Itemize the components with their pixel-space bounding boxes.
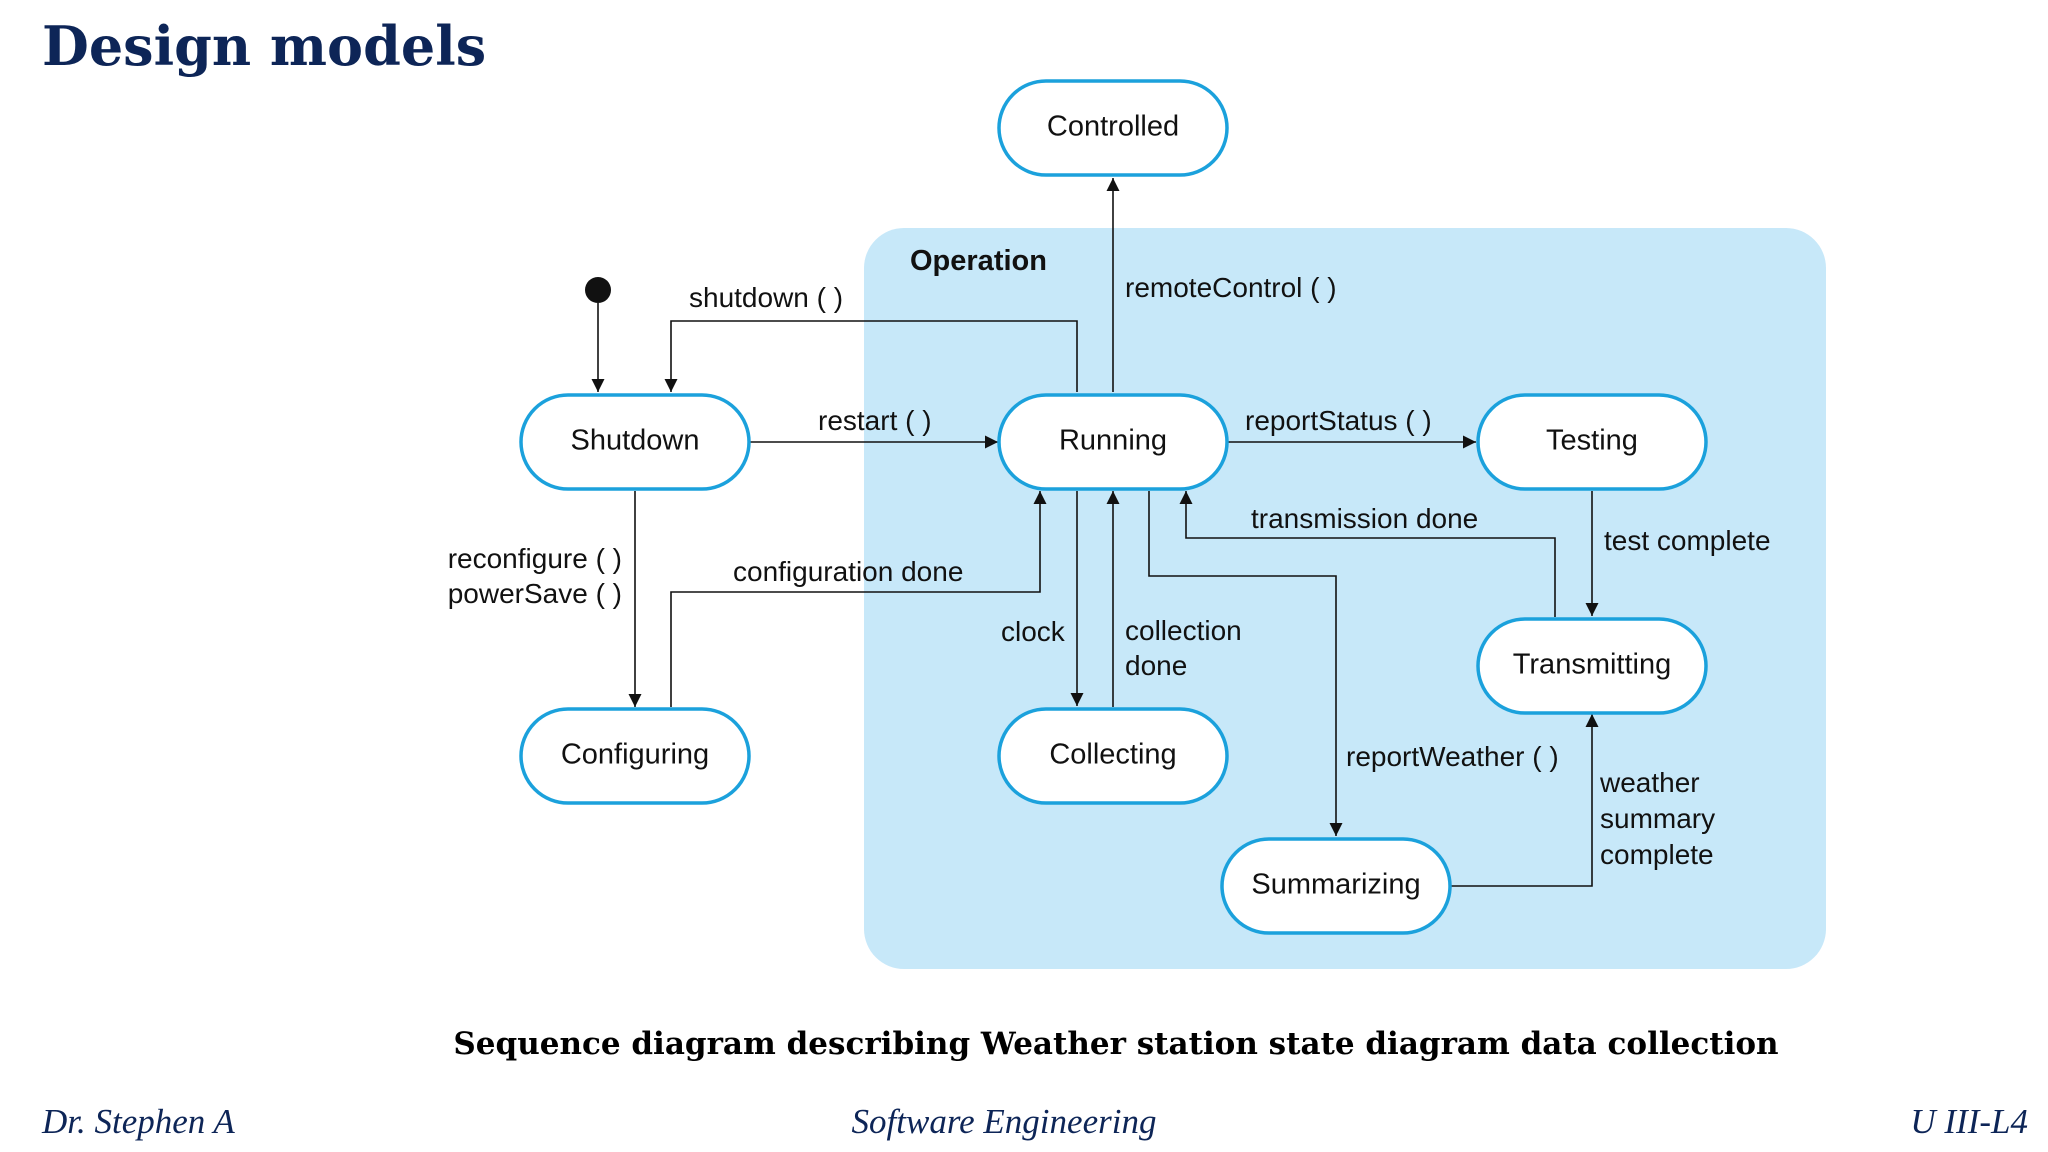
svg-text:Running: Running (1059, 425, 1167, 457)
state-controlled: Controlled (997, 79, 1229, 177)
footer-unit: U III-L4 (1910, 1102, 2028, 1141)
operation-label: Operation (910, 245, 1047, 277)
diagram-caption: Sequence diagram describing Weather stat… (453, 1026, 1779, 1062)
svg-text:Testing: Testing (1546, 425, 1638, 457)
label-configuration-done: configuration done (733, 556, 963, 587)
label-transmission-done: transmission done (1251, 503, 1478, 534)
state-transmitting: Transmitting (1476, 617, 1708, 715)
edge-shutdown (664, 320, 1078, 392)
label-report-weather: reportWeather ( ) (1346, 741, 1559, 772)
label-clock: clock (1001, 616, 1066, 647)
svg-text:Summarizing: Summarizing (1251, 869, 1420, 901)
label-test-complete: test complete (1604, 525, 1771, 556)
label-report-status: reportStatus ( ) (1245, 405, 1432, 436)
edge-report-weather (1148, 491, 1343, 836)
label-power-save: powerSave ( ) (448, 578, 622, 609)
label-complete: complete (1600, 839, 1714, 870)
label-remote-control: remoteControl ( ) (1125, 272, 1337, 303)
footer-author: Dr. Stephen A (42, 1102, 235, 1141)
label-shutdown: shutdown ( ) (689, 282, 843, 313)
label-reconfigure: reconfigure ( ) (448, 543, 622, 574)
label-restart: restart ( ) (818, 405, 932, 436)
state-running: Running (997, 393, 1229, 491)
label-weather: weather (1599, 767, 1700, 798)
initial-state-dot (585, 277, 611, 303)
state-shutdown: Shutdown (519, 393, 751, 491)
state-configuring: Configuring (519, 707, 751, 805)
state-summarizing: Summarizing (1220, 837, 1452, 935)
svg-text:Controlled: Controlled (1047, 111, 1179, 143)
state-collecting: Collecting (997, 707, 1229, 805)
label-done: done (1125, 650, 1187, 681)
state-testing: Testing (1476, 393, 1708, 491)
edge-configuration-done (670, 491, 1047, 707)
svg-text:Configuring: Configuring (561, 739, 709, 771)
edge-weather-summary-complete (1450, 714, 1599, 887)
svg-text:Transmitting: Transmitting (1513, 649, 1671, 681)
svg-text:Collecting: Collecting (1049, 739, 1176, 771)
footer-course: Software Engineering (851, 1102, 1157, 1141)
label-collection: collection (1125, 615, 1242, 646)
svg-text:Shutdown: Shutdown (571, 425, 700, 457)
edge-transmission-done (1179, 491, 1556, 617)
slide-title: Design models (42, 14, 487, 78)
transitions (591, 178, 1599, 887)
transition-labels: shutdown ( ) remoteControl ( ) restart (… (448, 272, 1771, 870)
label-summary: summary (1600, 803, 1715, 834)
